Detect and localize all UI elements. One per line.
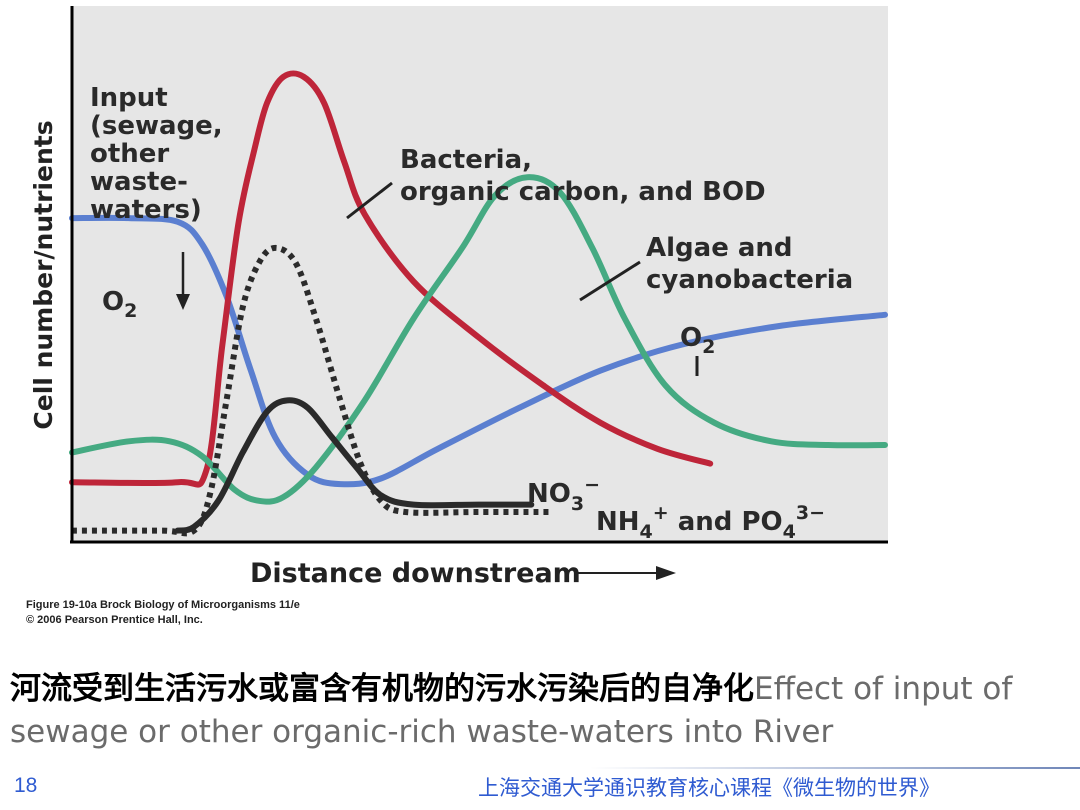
page-number: 18 bbox=[14, 774, 38, 797]
bacteria-leader bbox=[346, 181, 393, 220]
figure-citation-line2: © 2006 Pearson Prentice Hall, Inc. bbox=[26, 614, 203, 626]
bacteria-label: Bacteria, organic carbon, and BOD bbox=[400, 145, 766, 207]
x-axis-arrow bbox=[578, 566, 676, 580]
no3-label: NO3− bbox=[527, 474, 600, 515]
footer-divider bbox=[590, 767, 1080, 769]
input-label: Input (sewage, other waste- waters) bbox=[90, 83, 232, 225]
caption-chinese: 河流受到生活污水或富含有机物的污水污染后的自净化 bbox=[10, 671, 754, 707]
algae-leader bbox=[579, 260, 641, 302]
o2-right-label: O2 bbox=[680, 323, 715, 358]
caption-english: Effect of input of sewage or other organ… bbox=[10, 671, 1013, 750]
series-line-algae bbox=[69, 174, 888, 505]
series-line-nutrients bbox=[174, 397, 535, 534]
y-axis-label: Cell number/nutrients bbox=[29, 120, 58, 429]
slide-caption: 河流受到生活污水或富含有机物的污水污染后的自净化Effect of input … bbox=[10, 668, 1070, 754]
figure-citation-line1: Figure 19-10a Brock Biology of Microorga… bbox=[26, 599, 300, 611]
series-line-o2 bbox=[69, 214, 888, 488]
o2-left-label: O2 bbox=[102, 287, 137, 322]
x-axis-label: Distance downstream bbox=[250, 558, 581, 589]
series-line-dotted bbox=[72, 244, 552, 537]
algae-label: Algae and cyanobacteria bbox=[646, 233, 853, 295]
course-title: 上海交通大学通识教育核心课程《微生物的世界》 bbox=[478, 776, 940, 800]
input-arrow bbox=[176, 252, 190, 310]
chart: Cell number/nutrients Distance downstrea… bbox=[26, 6, 888, 626]
series-line-bacteria bbox=[69, 70, 714, 488]
nh4-po4-label: NH4+ and PO43− bbox=[596, 502, 825, 543]
series-layer bbox=[69, 70, 888, 537]
